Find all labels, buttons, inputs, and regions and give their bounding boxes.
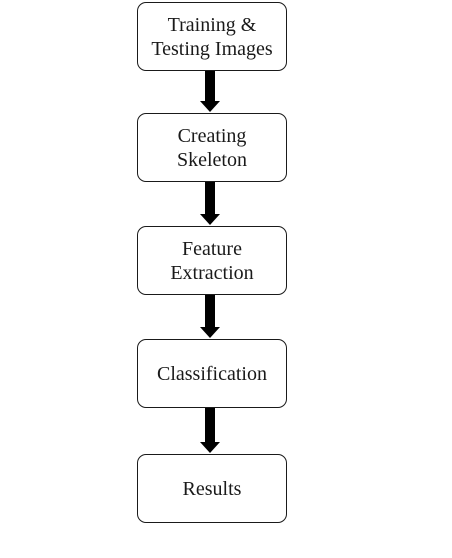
arrow-shaft	[205, 182, 215, 215]
arrow-shaft	[205, 408, 215, 443]
arrow-n2-to-n3	[200, 182, 220, 225]
arrow-shaft	[205, 295, 215, 328]
arrow-n1-to-n2	[200, 71, 220, 112]
arrow-head	[200, 101, 220, 112]
arrow-shaft	[205, 71, 215, 102]
arrow-n3-to-n4	[200, 295, 220, 338]
arrow-head	[200, 442, 220, 453]
node-creating-skeleton: Creating Skeleton	[137, 113, 287, 182]
node-training-testing-images: Training & Testing Images	[137, 2, 287, 71]
arrow-head	[200, 214, 220, 225]
node-label: Classification	[157, 362, 267, 385]
node-label: Results	[182, 477, 242, 500]
arrow-n4-to-n5	[200, 408, 220, 453]
node-label: Feature Extraction	[170, 237, 254, 284]
arrow-head	[200, 327, 220, 338]
node-classification: Classification	[137, 339, 287, 408]
node-feature-extraction: Feature Extraction	[137, 226, 287, 295]
node-label: Creating Skeleton	[177, 124, 247, 171]
node-results: Results	[137, 454, 287, 523]
node-label: Training & Testing Images	[151, 13, 273, 60]
